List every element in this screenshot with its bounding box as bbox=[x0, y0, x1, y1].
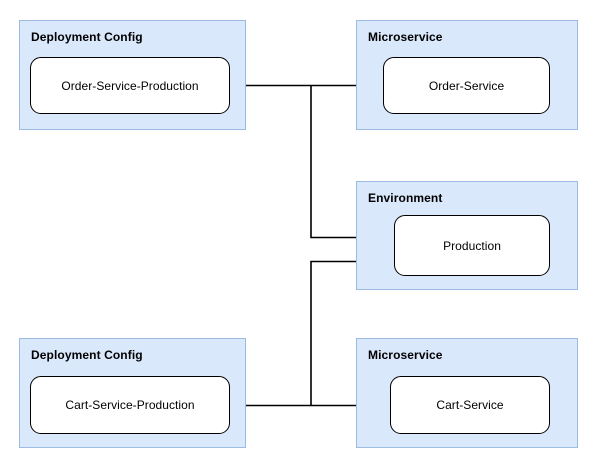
group-label-environment-production: Environment bbox=[368, 191, 443, 205]
node-order-service-production[interactable]: Order-Service-Production bbox=[30, 57, 230, 114]
group-label-microservice-cart: Microservice bbox=[368, 348, 443, 362]
node-label-order-service: Order-Service bbox=[428, 78, 505, 93]
node-label-cart-service-production: Cart-Service-Production bbox=[65, 398, 195, 412]
node-production[interactable]: Production bbox=[394, 215, 550, 276]
group-label-deployment-config-cart: Deployment Config bbox=[31, 348, 143, 362]
node-cart-service-production[interactable]: Cart-Service-Production bbox=[30, 376, 230, 434]
group-label-microservice-order: Microservice bbox=[368, 30, 443, 44]
node-cart-service[interactable]: Cart-Service bbox=[390, 376, 550, 434]
node-order-service[interactable]: Order-Service bbox=[383, 57, 550, 114]
group-label-deployment-config-order: Deployment Config bbox=[31, 30, 143, 44]
node-label-order-service-production: Order-Service-Production bbox=[61, 78, 199, 93]
node-label-cart-service: Cart-Service bbox=[436, 398, 504, 412]
node-label-production: Production bbox=[443, 238, 501, 253]
